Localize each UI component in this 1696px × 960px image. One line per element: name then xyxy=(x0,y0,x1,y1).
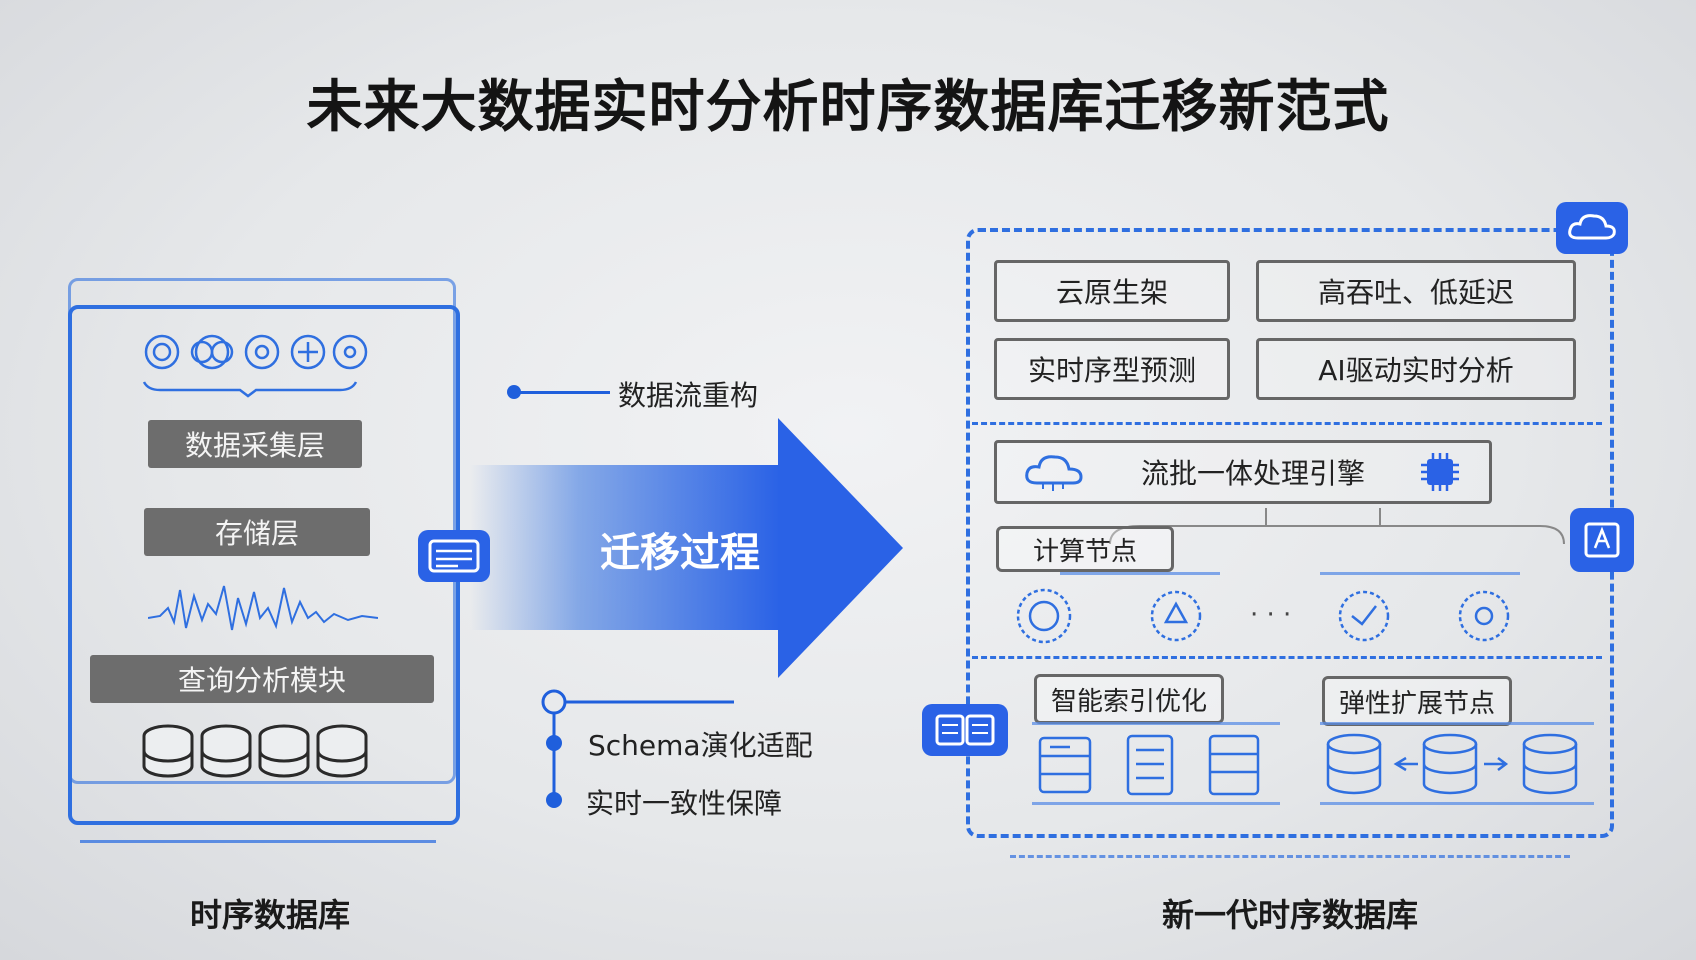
feature-throughput: 高吞吐、低延迟 xyxy=(1256,260,1576,322)
engine-label: 流批一体处理引擎 xyxy=(1140,457,1365,490)
scale-tag: 弹性扩展节点 xyxy=(1322,676,1512,726)
left-caption: 时序数据库 xyxy=(189,896,350,934)
left-panel-underline xyxy=(80,840,436,843)
top-note: 数据流重构 xyxy=(618,379,759,412)
sensor-icons xyxy=(142,334,368,398)
layer-collection: 数据采集层 xyxy=(148,420,362,468)
database-icons xyxy=(142,724,368,778)
db-base-line xyxy=(1320,802,1594,805)
cloud-icon xyxy=(1556,202,1628,254)
page-title: 未来大数据实时分析时序数据库迁移新范式 xyxy=(306,75,1390,140)
top-note-dot xyxy=(507,385,521,399)
layer-storage: 存储层 xyxy=(144,508,370,556)
node-ellipsis: · · · xyxy=(1250,600,1292,630)
feature-cloud-native: 云原生架 xyxy=(994,260,1230,322)
feature-prediction: 实时序型预测 xyxy=(994,338,1230,400)
migration-arrow-label: 迁移过程 xyxy=(600,530,760,576)
node-line-1 xyxy=(1060,572,1220,575)
server-base-line xyxy=(1032,802,1280,805)
notes-connector xyxy=(541,689,734,808)
index-card-icon xyxy=(922,704,1008,756)
engine-box: 流批一体处理引擎 xyxy=(994,440,1492,504)
waveform-icon xyxy=(148,585,378,631)
right-divider-2 xyxy=(972,656,1602,659)
migration-arrow-head xyxy=(778,418,903,678)
feature-ai-analysis: AI驱动实时分析 xyxy=(1256,338,1576,400)
ai-chip-icon xyxy=(1570,508,1634,572)
layer-query: 查询分析模块 xyxy=(90,655,434,703)
scale-line xyxy=(1320,722,1594,725)
chip-icon xyxy=(1420,453,1459,491)
compute-node-tag: 计算节点 xyxy=(996,526,1174,572)
node-icons xyxy=(1016,588,1510,644)
right-panel-bottom-dash xyxy=(1010,855,1570,858)
index-line xyxy=(1032,722,1280,725)
top-note-line xyxy=(520,391,610,394)
right-divider-1 xyxy=(972,422,1602,425)
branch-lines xyxy=(1109,508,1565,545)
note-schema: Schema演化适配 xyxy=(588,729,813,762)
index-tag: 智能索引优化 xyxy=(1034,674,1224,724)
cloud-engine-icon xyxy=(1025,455,1083,491)
note-consistency: 实时一致性保障 xyxy=(586,787,783,820)
server-db-icons xyxy=(1038,733,1578,796)
migration-arrow-body xyxy=(470,465,780,630)
right-caption: 新一代时序数据库 xyxy=(1161,896,1418,934)
node-line-2 xyxy=(1320,572,1520,575)
